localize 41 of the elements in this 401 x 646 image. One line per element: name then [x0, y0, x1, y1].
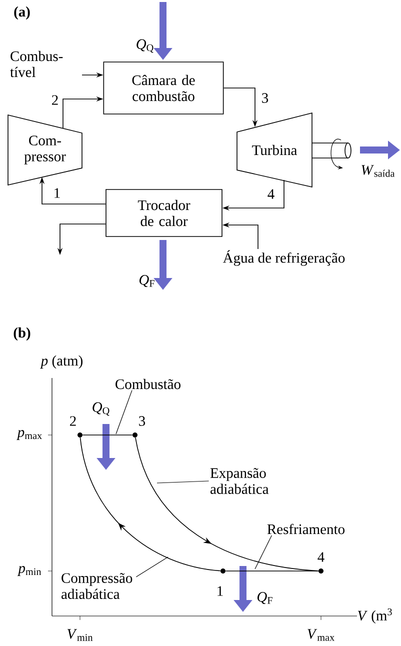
process-box: Câmara de combustão [103, 62, 224, 114]
process-curve [80, 437, 221, 572]
text-label: Combustão [116, 378, 180, 390]
leader-line [136, 556, 168, 578]
leader-line [254, 535, 272, 570]
process-line [82, 434, 133, 436]
process-box: Trocador de calor [106, 189, 222, 237]
tick-label: V$_{max}$ [308, 629, 334, 641]
text-label: Compressão adiabática [62, 573, 132, 599]
heat-label: Q$_{F}$ [257, 592, 272, 604]
turbine-box: Turbina [236, 112, 312, 188]
axis-label: V (m$^{3}$ [358, 608, 392, 624]
edge-label: 4 [266, 188, 276, 200]
heat-label: Q$_{Q}$ [92, 402, 110, 416]
compressor-box: Com- pressor [8, 114, 82, 186]
edge-label: 1 [52, 187, 62, 199]
text-label: Expansão adiabática [210, 468, 269, 494]
text-label: Resfriamento [267, 524, 344, 534]
state-point [78, 432, 82, 438]
leader-line [156, 480, 210, 484]
panel-label: (b) [14, 327, 30, 341]
state-point [132, 432, 138, 438]
point-number: 2 [70, 416, 76, 426]
tick-label: p$_{max}$ [16, 430, 42, 440]
work-label: W$_{saída}$ [362, 165, 395, 177]
axis-label: p (atm) [40, 355, 82, 369]
edge-label: 3 [260, 92, 270, 104]
point-number: 1 [218, 586, 223, 596]
text-label: Água de refrigeração [222, 250, 345, 266]
leader-line [116, 390, 132, 434]
heat-label: Q$_{F}$ [140, 275, 154, 287]
panel-label: (a) [14, 6, 30, 20]
point-number: 4 [318, 552, 324, 562]
point-number: 3 [139, 416, 146, 426]
edge-label: 2 [50, 94, 60, 106]
tick-label: V$_{min}$ [67, 629, 93, 641]
text-label: Combus- tível [10, 50, 63, 78]
state-point [318, 568, 324, 574]
process-line [225, 570, 319, 572]
state-point [220, 568, 226, 574]
tick-label: p$_{min}$ [17, 566, 42, 576]
